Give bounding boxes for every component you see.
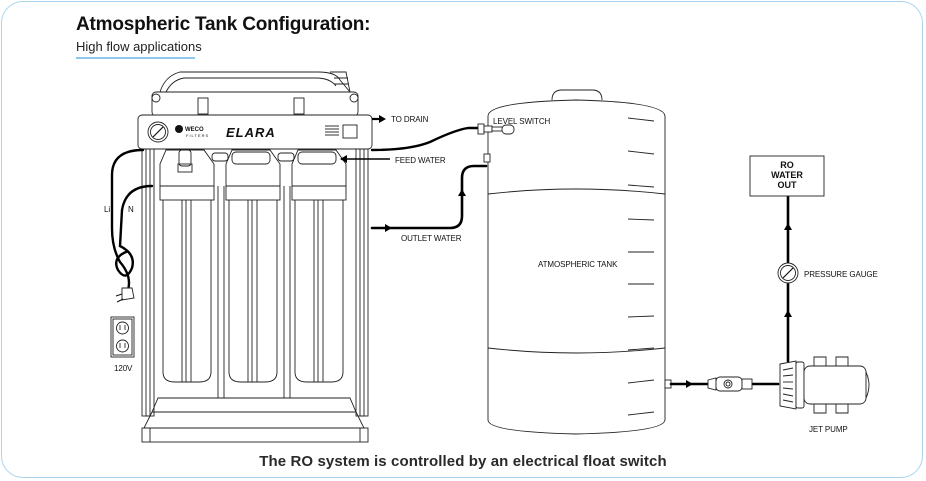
valve-icon xyxy=(707,376,753,392)
ro-water-out-box: RO WATER OUT xyxy=(749,155,825,197)
level-switch-cable xyxy=(370,126,480,152)
tank-level-marks xyxy=(627,117,655,416)
page-subtitle: High flow applications xyxy=(76,39,202,54)
to-drain-label: TO DRAIN xyxy=(391,115,429,124)
wall-outlet-icon xyxy=(110,316,135,358)
tank-label: ATMOSPHERIC TANK xyxy=(538,260,618,269)
svg-text:WECO: WECO xyxy=(185,127,204,133)
level-switch-label: LEVEL SWITCH xyxy=(493,117,551,126)
page-title: Atmospheric Tank Configuration: xyxy=(76,14,371,35)
pump-icon xyxy=(779,356,870,414)
live-label: Li xyxy=(104,205,110,214)
pump-discharge-pipe xyxy=(784,194,792,363)
filter-housing-3 xyxy=(291,149,347,383)
membrane-housing xyxy=(151,71,359,117)
weco-logo: WECO FILTERS xyxy=(175,125,209,138)
base-tray xyxy=(141,397,369,443)
feed-water-label: FEED WATER xyxy=(395,156,446,165)
display-icon xyxy=(325,124,358,139)
power-cord xyxy=(110,148,154,303)
outlet-water-label: OUTLET WATER xyxy=(401,234,462,243)
neutral-label: N xyxy=(128,205,134,214)
ro-unit: WECO FILTERS ELARA xyxy=(137,71,373,443)
svg-text:OUT: OUT xyxy=(778,180,798,190)
brand-logo: ELARA xyxy=(226,125,276,140)
pump-suction-pipe xyxy=(669,380,780,388)
plug-icon xyxy=(115,287,135,303)
drain-arrow xyxy=(372,115,386,123)
gauge-icon xyxy=(777,262,799,284)
diagram-caption: The RO system is controlled by an electr… xyxy=(259,453,667,470)
jet-pump-label: JET PUMP xyxy=(809,425,848,434)
control-panel: WECO FILTERS ELARA xyxy=(137,114,373,150)
voltage-label: 120V xyxy=(114,364,133,373)
subtitle-underline xyxy=(76,57,195,59)
feed-water-arrow xyxy=(340,155,390,163)
svg-text:FILTERS: FILTERS xyxy=(186,133,209,138)
svg-text:WATER: WATER xyxy=(771,170,803,180)
gauge-icon xyxy=(147,121,169,143)
filter-housing-1 xyxy=(159,149,215,383)
atmospheric-tank xyxy=(483,89,672,435)
svg-text:RO: RO xyxy=(780,160,794,170)
filter-housing-2 xyxy=(225,149,281,383)
pressure-gauge-label: PRESSURE GAUGE xyxy=(804,270,878,279)
level-switch xyxy=(477,123,515,135)
